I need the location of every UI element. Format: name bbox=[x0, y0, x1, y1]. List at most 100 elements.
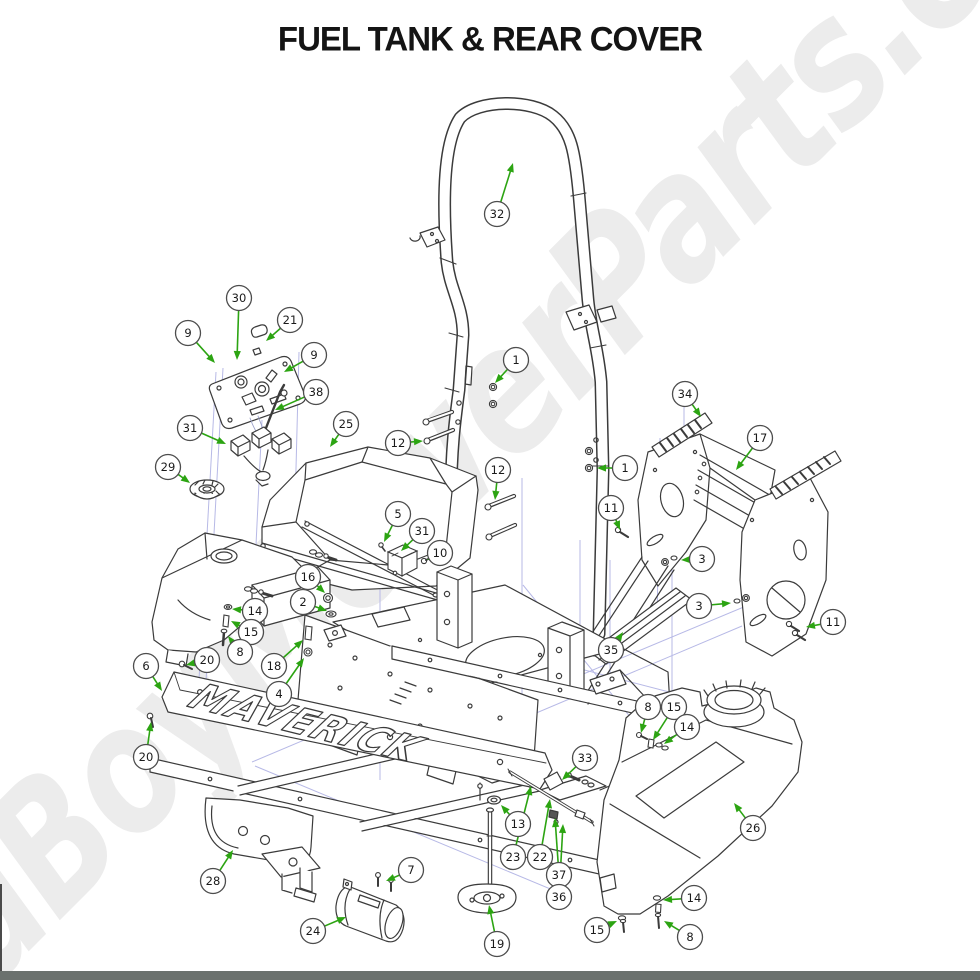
svg-text:26: 26 bbox=[746, 821, 761, 835]
callout-arrowhead bbox=[664, 921, 674, 929]
callout-leader bbox=[218, 855, 230, 872]
callout-37: 37 bbox=[545, 861, 573, 889]
callout-arrowhead bbox=[736, 460, 745, 470]
svg-text:19: 19 bbox=[490, 937, 505, 951]
svg-text:9: 9 bbox=[310, 348, 317, 362]
callout-leader bbox=[710, 602, 725, 606]
callout-leader bbox=[554, 824, 559, 864]
callout-arrowhead bbox=[413, 438, 423, 446]
svg-text:4: 4 bbox=[275, 687, 282, 701]
svg-text:6: 6 bbox=[142, 659, 149, 673]
callout-arrowhead bbox=[558, 824, 567, 834]
svg-text:18: 18 bbox=[267, 659, 282, 673]
svg-text:16: 16 bbox=[301, 570, 316, 584]
callout-arrowhead bbox=[501, 805, 510, 815]
svg-text:8: 8 bbox=[644, 700, 651, 714]
svg-text:11: 11 bbox=[604, 501, 619, 515]
callout-leader bbox=[669, 897, 683, 901]
callout-leader bbox=[289, 360, 304, 370]
svg-text:5: 5 bbox=[394, 507, 401, 521]
svg-text:20: 20 bbox=[200, 653, 215, 667]
callout-14: 14 bbox=[680, 884, 708, 912]
callout-leader bbox=[499, 169, 512, 203]
callout-leader bbox=[195, 341, 211, 359]
callout-arrowhead bbox=[681, 555, 691, 564]
callout-arrowhead bbox=[216, 437, 226, 444]
svg-text:7: 7 bbox=[407, 863, 414, 877]
callout-leader bbox=[285, 663, 301, 685]
callout-16: 16 bbox=[294, 563, 322, 591]
callout-arrowhead bbox=[384, 532, 392, 542]
page-title: FUEL TANK & REAR COVER bbox=[277, 19, 703, 58]
callout-3: 3 bbox=[688, 545, 716, 573]
callout-arrowhead bbox=[597, 464, 606, 472]
svg-text:33: 33 bbox=[578, 751, 593, 765]
callout-8: 8 bbox=[226, 638, 254, 666]
lower-bumper-part bbox=[204, 797, 321, 903]
svg-text:24: 24 bbox=[306, 924, 321, 938]
callout-arrowhead bbox=[315, 584, 325, 593]
callout-32: 32 bbox=[483, 200, 511, 228]
left-fuel-tank-part bbox=[151, 532, 331, 667]
callout-arrowhead bbox=[562, 771, 571, 780]
callout-arrowhead bbox=[206, 353, 215, 363]
svg-text:10: 10 bbox=[433, 546, 448, 560]
svg-text:31: 31 bbox=[415, 524, 430, 538]
callout-15: 15 bbox=[583, 916, 611, 944]
svg-text:1: 1 bbox=[512, 353, 519, 367]
callout-13: 13 bbox=[504, 810, 532, 838]
callout-leader bbox=[737, 808, 747, 819]
callout-11: 11 bbox=[819, 608, 847, 636]
callout-arrowhead bbox=[228, 636, 237, 646]
svg-text:8: 8 bbox=[236, 645, 243, 659]
callout-14: 14 bbox=[673, 713, 701, 741]
callout-1: 1 bbox=[611, 454, 639, 482]
callout-2: 2 bbox=[289, 588, 317, 616]
callout-leaders bbox=[146, 163, 822, 933]
svg-text:17: 17 bbox=[753, 431, 768, 445]
svg-text:15: 15 bbox=[244, 625, 259, 639]
hardware-parts bbox=[146, 382, 807, 933]
callout-12: 12 bbox=[384, 429, 412, 457]
callout-arrowhead bbox=[317, 604, 327, 612]
callout-11: 11 bbox=[597, 494, 625, 522]
callout-4: 4 bbox=[265, 680, 293, 708]
callout-17: 17 bbox=[746, 424, 774, 452]
callout-9: 9 bbox=[300, 341, 328, 369]
callout-1: 1 bbox=[502, 346, 530, 374]
callout-19: 19 bbox=[483, 930, 511, 958]
callout-arrowhead bbox=[552, 818, 560, 828]
callout-arrowhead bbox=[330, 437, 339, 447]
callout-arrowhead bbox=[653, 730, 661, 740]
callout-15: 15 bbox=[237, 618, 265, 646]
callout-leader bbox=[270, 327, 282, 337]
callout-23: 23 bbox=[499, 843, 527, 871]
svg-text:15: 15 bbox=[667, 700, 682, 714]
callout-10: 10 bbox=[426, 539, 454, 567]
callout-20: 20 bbox=[132, 743, 160, 771]
callout-arrowhead bbox=[232, 606, 242, 614]
canister-part bbox=[335, 878, 405, 943]
callout-34: 34 bbox=[671, 380, 699, 408]
svg-text:32: 32 bbox=[490, 207, 505, 221]
callout-arrowhead bbox=[495, 373, 504, 383]
callout-36: 36 bbox=[545, 883, 573, 911]
callout-leader bbox=[281, 396, 306, 408]
callout-38: 38 bbox=[302, 378, 330, 406]
svg-text:31: 31 bbox=[183, 421, 198, 435]
svg-text:35: 35 bbox=[604, 643, 619, 657]
pickup-rod-part bbox=[457, 807, 517, 914]
callout-arrowhead bbox=[186, 659, 196, 667]
callout-35: 35 bbox=[597, 636, 625, 664]
callout-arrowhead bbox=[692, 407, 701, 417]
callout-leader bbox=[236, 309, 240, 354]
clip-part bbox=[250, 324, 268, 338]
callout-leader bbox=[541, 805, 550, 846]
callout-15: 15 bbox=[660, 693, 688, 721]
rops-rollbar-part bbox=[409, 97, 617, 641]
callout-22: 22 bbox=[526, 843, 554, 871]
svg-text:23: 23 bbox=[506, 850, 521, 864]
svg-text:2: 2 bbox=[299, 595, 306, 609]
callout-arrowhead bbox=[607, 921, 617, 928]
svg-text:15: 15 bbox=[590, 923, 605, 937]
